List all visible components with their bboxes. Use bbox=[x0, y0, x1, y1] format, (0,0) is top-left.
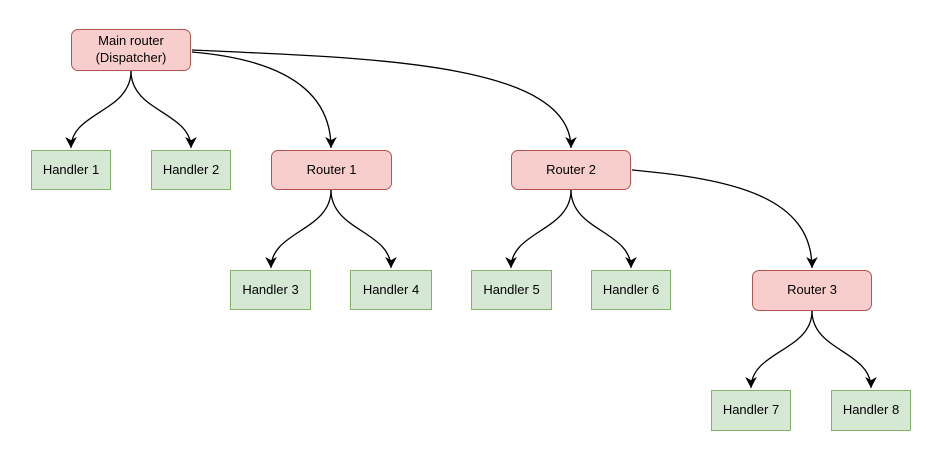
node-handler-5: Handler 5 bbox=[471, 270, 552, 310]
node-handler-4: Handler 4 bbox=[350, 270, 432, 310]
edge-router-1-to-handler-4 bbox=[330, 189, 397, 269]
node-router-3: Router 3 bbox=[752, 270, 872, 311]
edge-router-2-to-handler-5 bbox=[505, 189, 572, 269]
edge-router-2-to-router-3 bbox=[631, 169, 818, 269]
node-handler-7: Handler 7 bbox=[711, 390, 791, 431]
node-router-2: Router 2 bbox=[511, 150, 631, 190]
edge-router-3-to-handler-7 bbox=[745, 310, 813, 389]
node-handler-2: Handler 2 bbox=[151, 150, 231, 190]
edge-main-router-to-router-2 bbox=[191, 49, 577, 149]
node-handler-3: Handler 3 bbox=[230, 270, 311, 310]
edge-router-2-to-handler-6 bbox=[570, 189, 637, 269]
edge-router-3-to-handler-8 bbox=[811, 310, 877, 389]
node-handler-1: Handler 1 bbox=[31, 150, 111, 190]
edge-router-1-to-handler-3 bbox=[265, 189, 332, 269]
node-handler-8: Handler 8 bbox=[831, 390, 911, 431]
node-main-router: Main router (Dispatcher) bbox=[71, 29, 191, 71]
node-router-1: Router 1 bbox=[271, 150, 392, 190]
edge-main-router-to-handler-2 bbox=[130, 70, 197, 149]
edge-main-router-to-handler-1 bbox=[65, 70, 132, 149]
node-handler-6: Handler 6 bbox=[591, 270, 671, 310]
edge-main-router-to-router-1 bbox=[191, 51, 337, 149]
